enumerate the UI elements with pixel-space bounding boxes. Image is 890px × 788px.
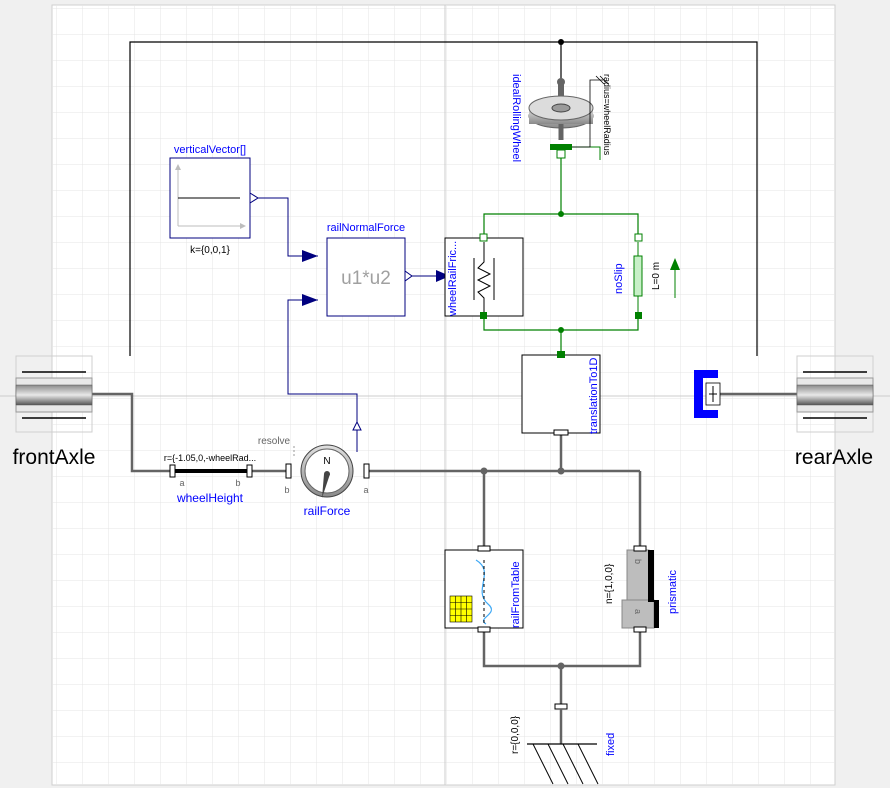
arrow-u2 <box>302 294 318 306</box>
rail-normal-force-expr: u1*u2 <box>341 268 391 289</box>
rail-from-table-block[interactable] <box>444 545 524 633</box>
rail-normal-force-label: railNormalForce <box>327 222 405 234</box>
junction-dot <box>558 211 564 217</box>
fixed-param: r={0,0,0} <box>510 715 521 754</box>
prismatic-port-b: b <box>633 559 643 564</box>
ideal-rolling-wheel-label: idealRollingWheel <box>510 74 522 162</box>
no-slip-param: L=0 m <box>651 262 662 290</box>
front-axle-label: frontAxle <box>13 446 96 469</box>
translation-to-1d-label: translationTo1D <box>588 358 600 434</box>
prismatic-label: prismatic <box>667 569 679 614</box>
vertical-vector-label: verticalVector[] <box>174 144 246 156</box>
prismatic-port-a: a <box>633 609 643 614</box>
wheel-height-label: wheelHeight <box>176 491 244 505</box>
prismatic-param: n={1,0,0} <box>604 563 615 604</box>
connection-frontaxle-wheelheight[interactable] <box>92 392 172 473</box>
front-axle-component[interactable] <box>15 355 93 433</box>
rail-force-resolve: resolve <box>258 436 291 447</box>
wheel-height-param: r={-1.05,0,-wheelRad... <box>164 453 256 463</box>
junction-dot <box>557 467 565 475</box>
junction-dot <box>558 327 564 333</box>
rail-force-compass: N <box>323 456 330 467</box>
arrow-friction-input <box>436 270 450 282</box>
wheel-height-block[interactable] <box>169 464 253 478</box>
table-grid-icon <box>449 595 473 623</box>
rear-axle-component[interactable] <box>796 355 874 433</box>
wheel-height-port-b: b <box>235 478 240 488</box>
vertical-vector-block[interactable] <box>169 157 259 239</box>
wheel-rail-friction-label: wheelRailFric... <box>447 241 459 317</box>
junction-dot <box>558 39 564 45</box>
no-slip-block[interactable] <box>633 233 680 319</box>
rail-normal-force-block[interactable] <box>326 237 413 317</box>
fixed-block[interactable] <box>527 703 599 785</box>
junction-dot <box>557 662 565 670</box>
wheel-height-port-a: a <box>179 478 184 488</box>
diagram-grid <box>52 5 835 785</box>
no-slip-label: noSlip <box>613 263 625 294</box>
ideal-rolling-wheel-param: radius=wheelRadius <box>602 74 612 156</box>
wheel-rail-friction-block[interactable] <box>444 233 524 319</box>
rail-force-port-b: b <box>284 485 289 495</box>
fixed-label: fixed <box>605 733 617 756</box>
rail-force-label: railForce <box>304 504 351 518</box>
connection-frame-top[interactable] <box>129 41 758 356</box>
arrow-u1 <box>302 250 318 262</box>
rail-from-table-label: railFromTable <box>510 561 522 628</box>
junction-dot <box>480 467 488 475</box>
rear-axle-label: rearAxle <box>795 446 873 469</box>
vertical-vector-param: k={0,0,1} <box>190 245 230 256</box>
connection-railforce-to-u2[interactable] <box>287 299 358 420</box>
ideal-rolling-wheel-block[interactable] <box>528 75 609 160</box>
frame-connector-icon[interactable] <box>694 370 721 418</box>
prismatic-block[interactable] <box>621 545 659 633</box>
rail-force-block[interactable] <box>285 420 370 498</box>
rail-force-port-a: a <box>363 485 368 495</box>
translation-to-1d-block[interactable] <box>521 351 601 436</box>
